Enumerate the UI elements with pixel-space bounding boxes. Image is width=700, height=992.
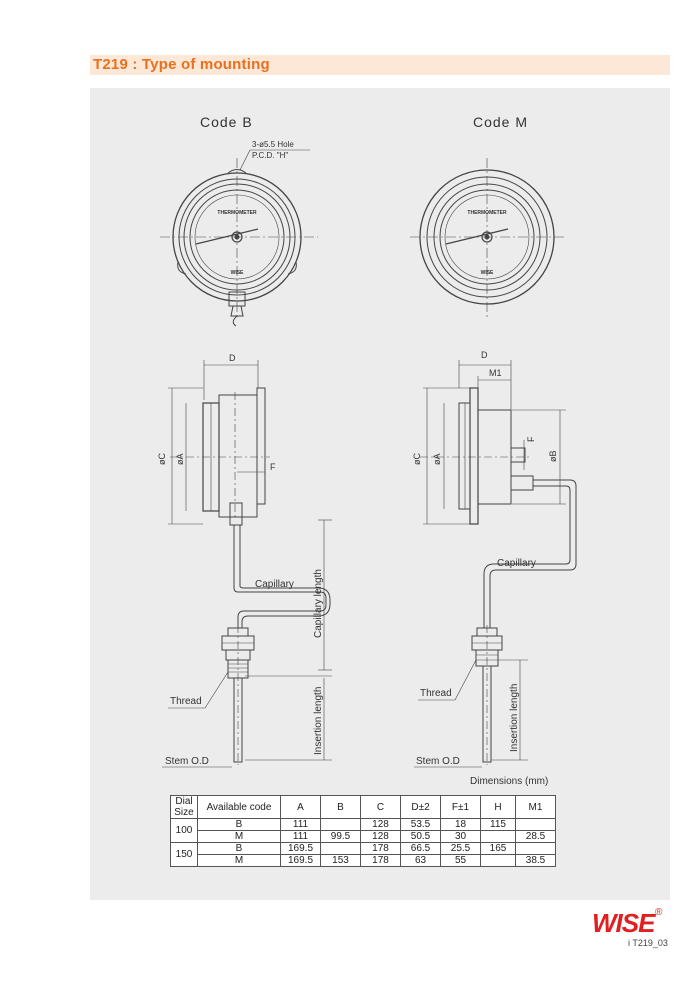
f-cell: 25.5 — [440, 842, 481, 855]
h-cell: 115 — [480, 818, 516, 831]
pcd-note: P.C.D. "H" — [252, 151, 288, 160]
wise-logo: WISE — [592, 908, 655, 938]
header-dial-size: Dial Size — [170, 795, 198, 819]
header-a: A — [280, 795, 321, 819]
code-m-side-view — [414, 360, 577, 768]
code-m-dim-m1: M1 — [489, 368, 502, 378]
header-f: F±1 — [440, 795, 481, 819]
d-cell: 53.5 — [400, 818, 441, 831]
code-b-front-view — [160, 158, 318, 327]
a-cell: 111 — [280, 818, 321, 831]
code-b-dial-brand: WISE — [231, 270, 244, 276]
table-header-row: Dial Size Available code A B C D±2 F±1 H… — [170, 795, 556, 819]
header-h: H — [480, 795, 516, 819]
header-c: C — [360, 795, 401, 819]
b-cell — [320, 842, 361, 855]
code-m-dial-text: THERMOMETER — [467, 210, 507, 216]
code-m-stem-label: Stem O.D — [416, 756, 460, 767]
m1-cell — [515, 818, 556, 831]
registered-mark: ® — [655, 907, 663, 918]
table-row: 100 B 111 128 53.5 18 115 — [170, 818, 556, 843]
header-m1: M1 — [515, 795, 556, 819]
b-cell: 99.5 — [320, 830, 361, 843]
d-cell: 66.5 — [400, 842, 441, 855]
code-m-dim-a: øA — [432, 453, 442, 465]
m1-cell: 38.5 — [515, 854, 556, 867]
code-m-dim-b: øB — [548, 450, 558, 462]
header-code: Available code — [197, 795, 281, 819]
d-cell: 63 — [400, 854, 441, 867]
a-cell: 169.5 — [280, 854, 321, 867]
code-b-dim-a: øA — [175, 453, 185, 465]
m1-cell — [515, 842, 556, 855]
b-cell — [320, 818, 361, 831]
code-m-front-view — [410, 158, 565, 318]
h-cell — [480, 830, 516, 843]
dimensions-caption: Dimensions (mm) — [470, 776, 549, 787]
c-cell: 178 — [360, 854, 401, 867]
f-cell: 18 — [440, 818, 481, 831]
code-b-capillary-length: Capillary length — [313, 569, 324, 638]
code-m-insertion-length: Insertion length — [509, 684, 520, 752]
code-b-thread-label: Thread — [170, 696, 202, 707]
page-title: T219 : Type of mounting — [93, 56, 270, 73]
code-cell: B — [197, 842, 281, 855]
page-reference: i T219_03 — [628, 938, 668, 948]
code-b-dim-c: øC — [157, 453, 167, 465]
code-b-insertion-length: Insertion length — [313, 687, 324, 755]
hole-note: 3-ø5.5 Hole — [252, 140, 294, 149]
code-m-dial-brand: WISE — [481, 270, 494, 276]
f-cell: 30 — [440, 830, 481, 843]
header-b: B — [320, 795, 361, 819]
h-cell — [480, 854, 516, 867]
table-row: M 169.5 153 178 63 55 38.5 — [171, 854, 556, 867]
h-cell: 165 — [480, 842, 516, 855]
code-m-dim-d: D — [481, 350, 488, 360]
code-m-label: Code M — [473, 114, 528, 130]
dial-size-cell: 150 — [170, 842, 198, 867]
c-cell: 178 — [360, 842, 401, 855]
code-m-thread-label: Thread — [420, 688, 452, 699]
code-m-capillary-label: Capillary — [497, 558, 536, 569]
code-m-dim-c: øC — [412, 453, 422, 465]
b-cell: 153 — [320, 854, 361, 867]
dial-size-cell: 100 — [170, 818, 198, 843]
c-cell: 128 — [360, 830, 401, 843]
code-b-dim-f: F — [270, 462, 276, 472]
header-d: D±2 — [400, 795, 441, 819]
code-b-stem-label: Stem O.D — [165, 756, 209, 767]
code-cell: M — [197, 854, 281, 867]
m1-cell: 28.5 — [515, 830, 556, 843]
title-bar: T219 : Type of mounting — [90, 55, 670, 75]
code-b-dial-text: THERMOMETER — [217, 210, 257, 216]
a-cell: 169.5 — [280, 842, 321, 855]
code-b-dim-d: D — [229, 353, 236, 363]
code-m-dim-f: F — [526, 436, 536, 442]
drawing-panel — [90, 88, 670, 900]
code-b-side-view — [162, 360, 332, 768]
code-cell: B — [197, 818, 281, 831]
code-cell: M — [197, 830, 281, 843]
c-cell: 128 — [360, 818, 401, 831]
dimensions-table: Dial Size Available code A B C D±2 F±1 H… — [170, 795, 556, 867]
a-cell: 111 — [280, 830, 321, 843]
table-row: 150 B 169.5 178 66.5 25.5 165 — [170, 842, 556, 867]
code-b-label: Code B — [200, 114, 253, 130]
d-cell: 50.5 — [400, 830, 441, 843]
f-cell: 55 — [440, 854, 481, 867]
code-b-capillary-label: Capillary — [255, 579, 294, 590]
table-row: M 111 99.5 128 50.5 30 28.5 — [171, 830, 556, 843]
